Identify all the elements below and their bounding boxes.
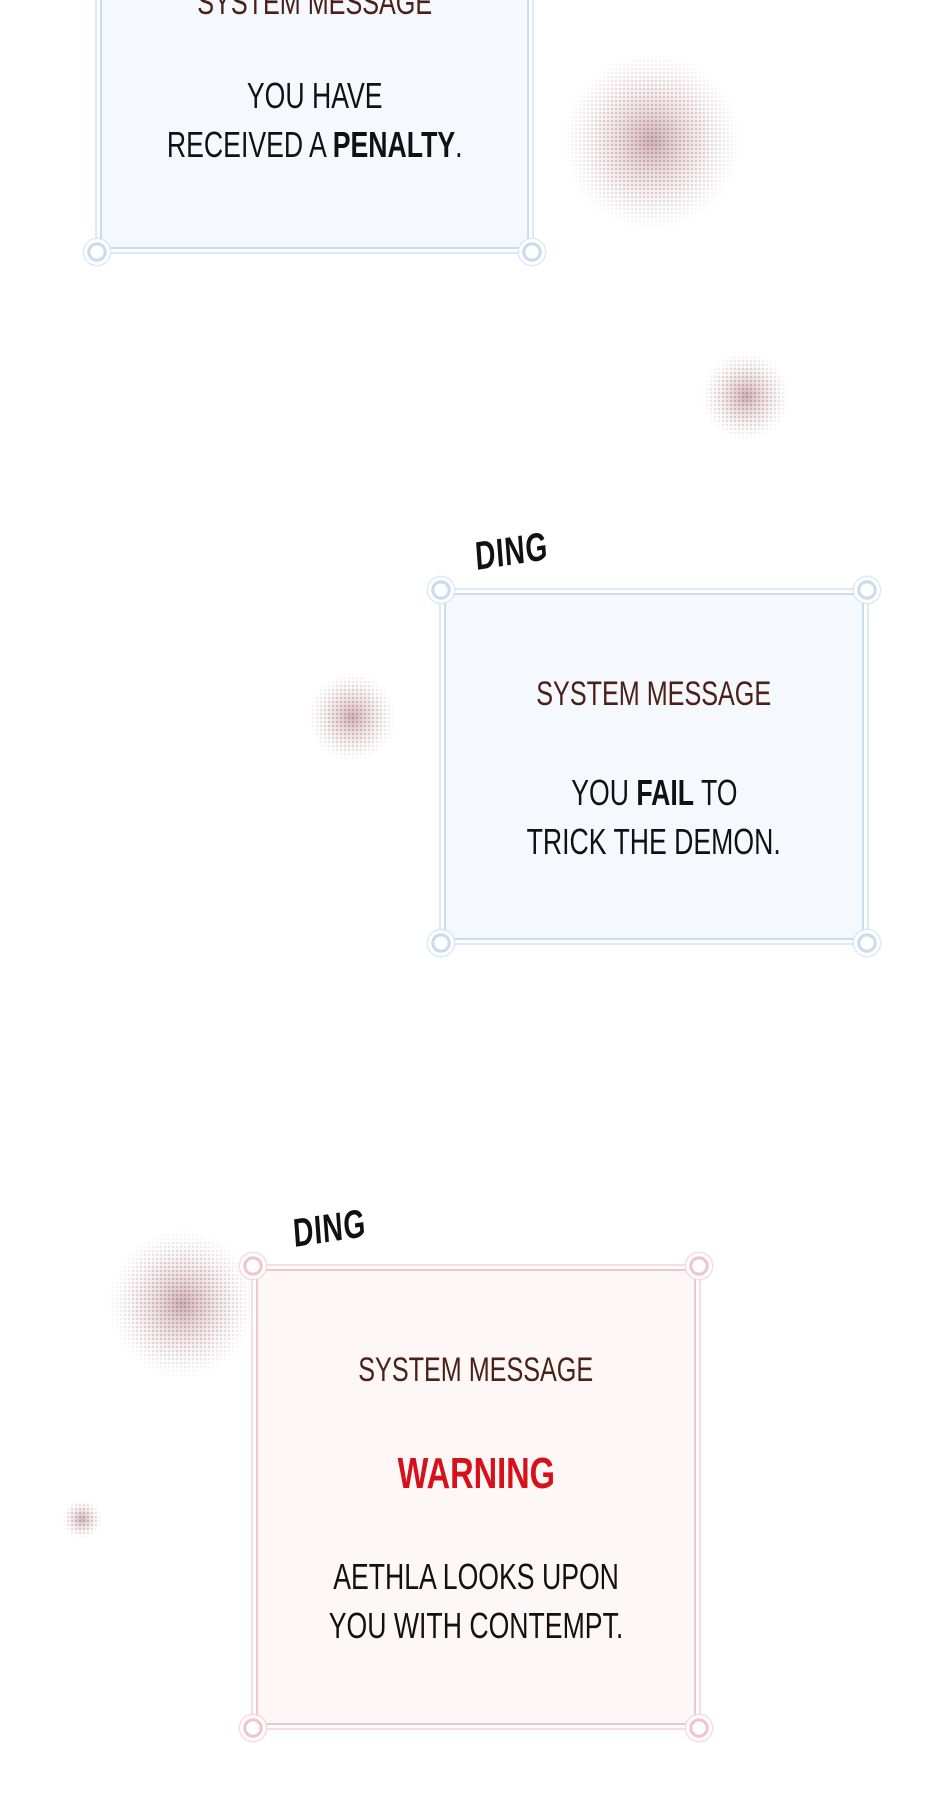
ding-sound-effect: DING <box>291 1201 368 1257</box>
corner-ornament-icon <box>684 1713 714 1743</box>
message-line: TRICK THE DEMON. <box>526 821 782 862</box>
system-message-box-penalty: SYSTEM MESSAGE YOU HAVE RECEIVED A PENAL… <box>82 0 547 267</box>
warning-label: WARNING <box>397 1449 555 1498</box>
corner-ornament-icon <box>238 1251 268 1281</box>
ding-sound-effect: DING <box>473 524 550 580</box>
corner-ornament-icon <box>426 928 456 958</box>
halftone-blob <box>307 672 397 762</box>
halftone-blob <box>562 51 742 231</box>
corner-ornament-icon <box>684 1251 714 1281</box>
corner-ornament-icon <box>426 575 456 605</box>
message-title: SYSTEM MESSAGE <box>358 1351 594 1389</box>
message-line: YOU WITH CONTEMPT. <box>328 1605 624 1646</box>
corner-ornament-icon <box>238 1713 268 1743</box>
corner-ornament-icon <box>517 237 547 267</box>
message-line: YOU FAIL TO <box>570 772 738 813</box>
halftone-blob <box>701 351 791 441</box>
corner-ornament-icon <box>852 928 882 958</box>
corner-ornament-icon <box>852 575 882 605</box>
message-line: RECEIVED A PENALTY. <box>166 124 463 165</box>
system-message-box-fail: SYSTEM MESSAGE YOU FAIL TO TRICK THE DEM… <box>426 575 882 958</box>
system-message-box-warning: SYSTEM MESSAGE WARNING AETHLA LOOKS UPON… <box>238 1251 714 1743</box>
halftone-blob <box>62 1499 102 1539</box>
message-title: SYSTEM MESSAGE <box>536 675 772 713</box>
message-line: YOU HAVE <box>246 75 383 116</box>
message-line: AETHLA LOOKS UPON <box>333 1556 619 1597</box>
corner-ornament-icon <box>82 237 112 267</box>
halftone-blob <box>107 1229 257 1379</box>
message-title: SYSTEM MESSAGE <box>197 0 432 22</box>
